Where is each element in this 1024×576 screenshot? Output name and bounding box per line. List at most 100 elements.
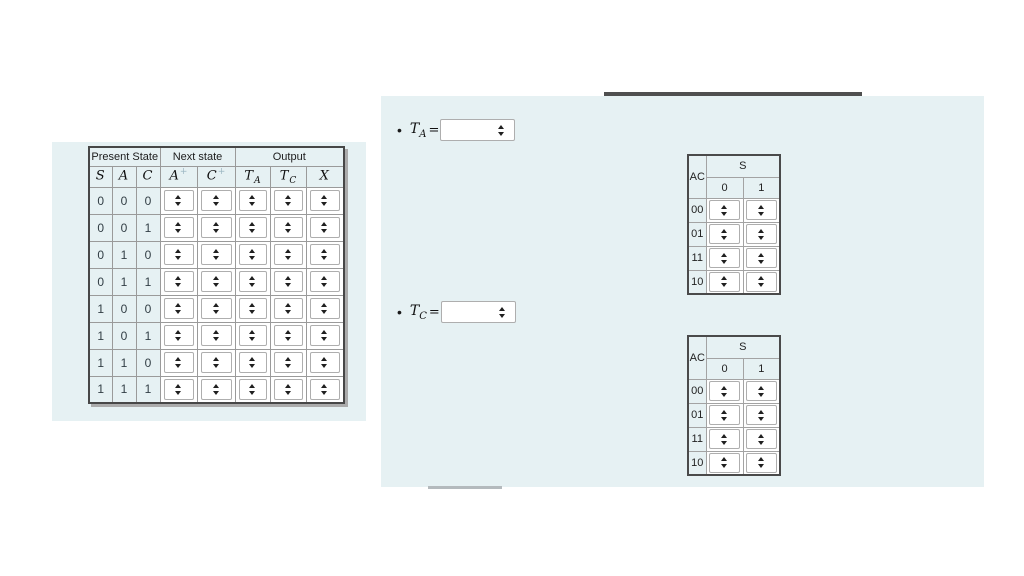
select-r0-c-next[interactable] — [200, 190, 232, 211]
select-r5-x[interactable] — [309, 325, 340, 346]
select-r5-tc[interactable] — [273, 325, 303, 346]
select-r6-tc[interactable] — [273, 352, 303, 373]
kmap-row-label: 01 — [687, 221, 707, 247]
select-r4-c-next[interactable] — [200, 298, 232, 319]
kmap1-select-r01-c1[interactable] — [745, 224, 777, 244]
bit-cell: 0 — [111, 294, 137, 323]
select-r7-x[interactable] — [309, 378, 340, 400]
tc-equation-select[interactable] — [440, 301, 516, 323]
select-r3-x[interactable] — [309, 271, 340, 292]
col-header-ta: TA — [234, 165, 271, 188]
updown-arrow-icon — [284, 330, 292, 341]
kmap1-select-r10-c0[interactable] — [709, 271, 740, 292]
updown-arrow-icon — [498, 306, 506, 318]
select-r1-x[interactable] — [309, 217, 340, 238]
bit-cell: 1 — [135, 267, 161, 296]
kmap-col-header: 1 — [742, 357, 781, 380]
select-r2-a-next[interactable] — [163, 244, 194, 265]
bit-cell: 0 — [135, 348, 161, 377]
kmap1-select-r10-c1[interactable] — [745, 271, 777, 292]
select-r1-ta[interactable] — [238, 217, 267, 238]
state-transition-table: Present State Next state Output S A C A+… — [88, 146, 345, 404]
kmap-corner-label: AC — [687, 154, 707, 199]
updown-arrow-icon — [757, 409, 765, 421]
kmap2-select-r10-c0[interactable] — [709, 452, 740, 473]
select-r0-tc[interactable] — [273, 190, 303, 211]
ta-equation-select[interactable] — [440, 119, 516, 141]
select-r4-ta[interactable] — [238, 298, 267, 319]
col-header-c: C — [135, 165, 161, 188]
kmap-corner-label: AC — [687, 335, 707, 380]
select-r7-ta[interactable] — [238, 378, 267, 400]
select-r5-a-next[interactable] — [163, 325, 194, 346]
select-r1-a-next[interactable] — [163, 217, 194, 238]
select-r3-a-next[interactable] — [163, 271, 194, 292]
updown-arrow-icon — [321, 330, 328, 341]
kmap1-select-r11-c1[interactable] — [745, 248, 777, 268]
bit-cell: 0 — [88, 186, 113, 215]
bit-cell: 0 — [135, 186, 161, 215]
updown-arrow-icon — [249, 330, 256, 341]
select-r2-ta[interactable] — [238, 244, 267, 265]
bit-cell: 0 — [135, 240, 161, 269]
select-r6-a-next[interactable] — [163, 352, 194, 373]
equation-label-ta: TA — [409, 120, 427, 140]
select-r4-x[interactable] — [309, 298, 340, 319]
kmap2-select-r01-c0[interactable] — [709, 405, 740, 425]
bit-cell: 1 — [88, 321, 113, 350]
select-r3-tc[interactable] — [273, 271, 303, 292]
select-r0-ta[interactable] — [238, 190, 267, 211]
select-r4-tc[interactable] — [273, 298, 303, 319]
updown-arrow-icon — [284, 195, 292, 206]
kmap2-select-r00-c1[interactable] — [745, 381, 777, 401]
updown-arrow-icon — [284, 303, 292, 314]
updown-arrow-icon — [721, 204, 728, 216]
select-r7-tc[interactable] — [273, 378, 303, 400]
table-row: 1 0 0 — [88, 294, 345, 323]
bit-cell: 0 — [135, 294, 161, 323]
col-header-s: S — [88, 165, 113, 188]
select-r2-c-next[interactable] — [200, 244, 232, 265]
select-r5-c-next[interactable] — [200, 325, 232, 346]
kmap-row-label: 00 — [687, 197, 707, 223]
updown-arrow-icon — [175, 276, 182, 287]
bit-cell: 1 — [88, 348, 113, 377]
updown-arrow-icon — [284, 249, 292, 260]
kmap1-select-r00-c0[interactable] — [709, 200, 740, 220]
select-r6-ta[interactable] — [238, 352, 267, 373]
select-r1-c-next[interactable] — [200, 217, 232, 238]
select-r3-c-next[interactable] — [200, 271, 232, 292]
kmap2-select-r00-c0[interactable] — [709, 381, 740, 401]
kmap-col-group-label: S — [705, 154, 781, 178]
select-r2-tc[interactable] — [273, 244, 303, 265]
select-r7-c-next[interactable] — [200, 378, 232, 400]
select-r0-x[interactable] — [309, 190, 340, 211]
updown-arrow-icon — [757, 457, 765, 469]
kmap2-select-r10-c1[interactable] — [745, 452, 777, 473]
select-r7-a-next[interactable] — [163, 378, 194, 400]
select-r0-a-next[interactable] — [163, 190, 194, 211]
select-r3-ta[interactable] — [238, 271, 267, 292]
col-header-x: X — [305, 165, 345, 188]
kmap2-select-r11-c1[interactable] — [745, 429, 777, 449]
updown-arrow-icon — [212, 249, 220, 260]
col-header-a: A — [111, 165, 137, 188]
select-r6-c-next[interactable] — [200, 352, 232, 373]
bit-cell: 1 — [88, 375, 113, 404]
kmap1-select-r00-c1[interactable] — [745, 200, 777, 220]
kmap2-select-r01-c1[interactable] — [745, 405, 777, 425]
cropped-table-bottom-edge — [604, 92, 862, 97]
updown-arrow-icon — [175, 383, 182, 395]
updown-arrow-icon — [212, 276, 220, 287]
updown-arrow-icon — [284, 383, 292, 395]
kmap2-select-r11-c0[interactable] — [709, 429, 740, 449]
select-r4-a-next[interactable] — [163, 298, 194, 319]
select-r5-ta[interactable] — [238, 325, 267, 346]
kmap1-select-r11-c0[interactable] — [709, 248, 740, 268]
table-row: 0 0 1 — [88, 213, 345, 242]
select-r2-x[interactable] — [309, 244, 340, 265]
updown-arrow-icon — [249, 195, 256, 206]
select-r6-x[interactable] — [309, 352, 340, 373]
select-r1-tc[interactable] — [273, 217, 303, 238]
kmap1-select-r01-c0[interactable] — [709, 224, 740, 244]
